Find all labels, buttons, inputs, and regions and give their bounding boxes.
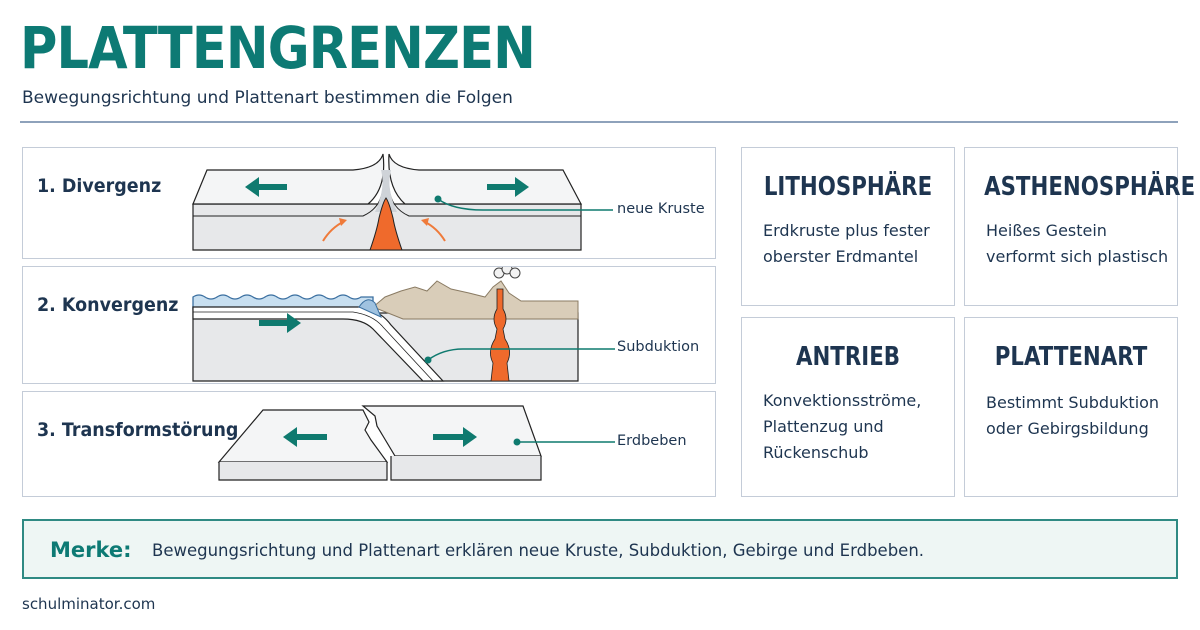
card-plattenart-text: Bestimmt Subduktion oder Gebirgsbildung — [986, 393, 1160, 438]
card-lithosphaere: LITHOSPHÄRE Erdkruste plus fester oberst… — [741, 147, 955, 306]
callout-neue-kruste: neue Kruste — [617, 201, 705, 217]
panel-transform: 3. Transformstörung Erdbeben — [22, 391, 716, 497]
panel-konvergenz-label: 2. Konvergenz — [37, 294, 179, 316]
page-title: PLATTENGRENZEN — [20, 14, 536, 82]
card-lithosphaere-title: LITHOSPHÄRE — [763, 172, 933, 202]
callout-erdbeben: Erdbeben — [617, 433, 687, 449]
card-plattenart-title: PLATTENART — [994, 342, 1148, 372]
transform-diagram — [217, 405, 615, 481]
transform-right-block — [361, 405, 542, 457]
konvergenz-mountains — [372, 280, 579, 320]
panel-divergenz-label: 1. Divergenz — [37, 175, 162, 197]
divergenz-arrow-right — [487, 177, 529, 197]
card-asthenosphaere: ASTHENOSPHÄRE Heißes Gestein verformt si… — [964, 147, 1196, 306]
divergenz-magma — [369, 197, 403, 251]
merke-label: Merke: — [50, 538, 132, 562]
divergenz-left-plate — [192, 153, 385, 205]
card-antrieb: ANTRIEB Konvektionsströme, Plattenzug un… — [741, 317, 955, 497]
header-divider — [20, 121, 1178, 123]
merke-box: Merke: Bewegungsrichtung und Plattenart … — [22, 519, 1178, 579]
card-asthenosphaere-title: ASTHENOSPHÄRE — [984, 172, 1196, 202]
card-lithosphaere-text: Erdkruste plus fester oberster Erdmantel — [763, 221, 930, 266]
divergenz-diagram — [192, 153, 613, 251]
card-antrieb-text: Konvektionsströme, Plattenzug und Rücken… — [763, 391, 922, 462]
merke-text: Bewegungsrichtung und Plattenart erkläre… — [152, 541, 925, 560]
konvergenz-ocean — [192, 294, 374, 310]
konvergenz-magma — [490, 288, 510, 382]
panel-divergenz: 1. Divergenz neue Kruste — [22, 147, 716, 259]
transform-arrow-right — [433, 427, 477, 447]
divergenz-right-plate — [388, 153, 582, 205]
card-antrieb-title: ANTRIEB — [795, 342, 901, 372]
volcano-smoke-icon — [493, 267, 521, 279]
konvergenz-arrow-right — [259, 313, 301, 333]
panel-konvergenz: 2. Konvergenz Subduktion — [22, 266, 716, 384]
divergenz-arrow-left — [245, 177, 287, 197]
card-asthenosphaere-text: Heißes Gestein verformt sich plastisch — [986, 221, 1169, 266]
footer-source: schulminator.com — [22, 595, 156, 613]
callout-subduktion: Subduktion — [617, 339, 700, 355]
transform-arrow-left — [283, 427, 327, 447]
konvergenz-diagram — [192, 267, 615, 382]
page-subtitle: Bewegungsrichtung und Plattenart bestimm… — [22, 88, 513, 108]
panel-transform-label: 3. Transformstörung — [37, 419, 239, 441]
card-plattenart: PLATTENART Bestimmt Subduktion oder Gebi… — [964, 317, 1178, 497]
